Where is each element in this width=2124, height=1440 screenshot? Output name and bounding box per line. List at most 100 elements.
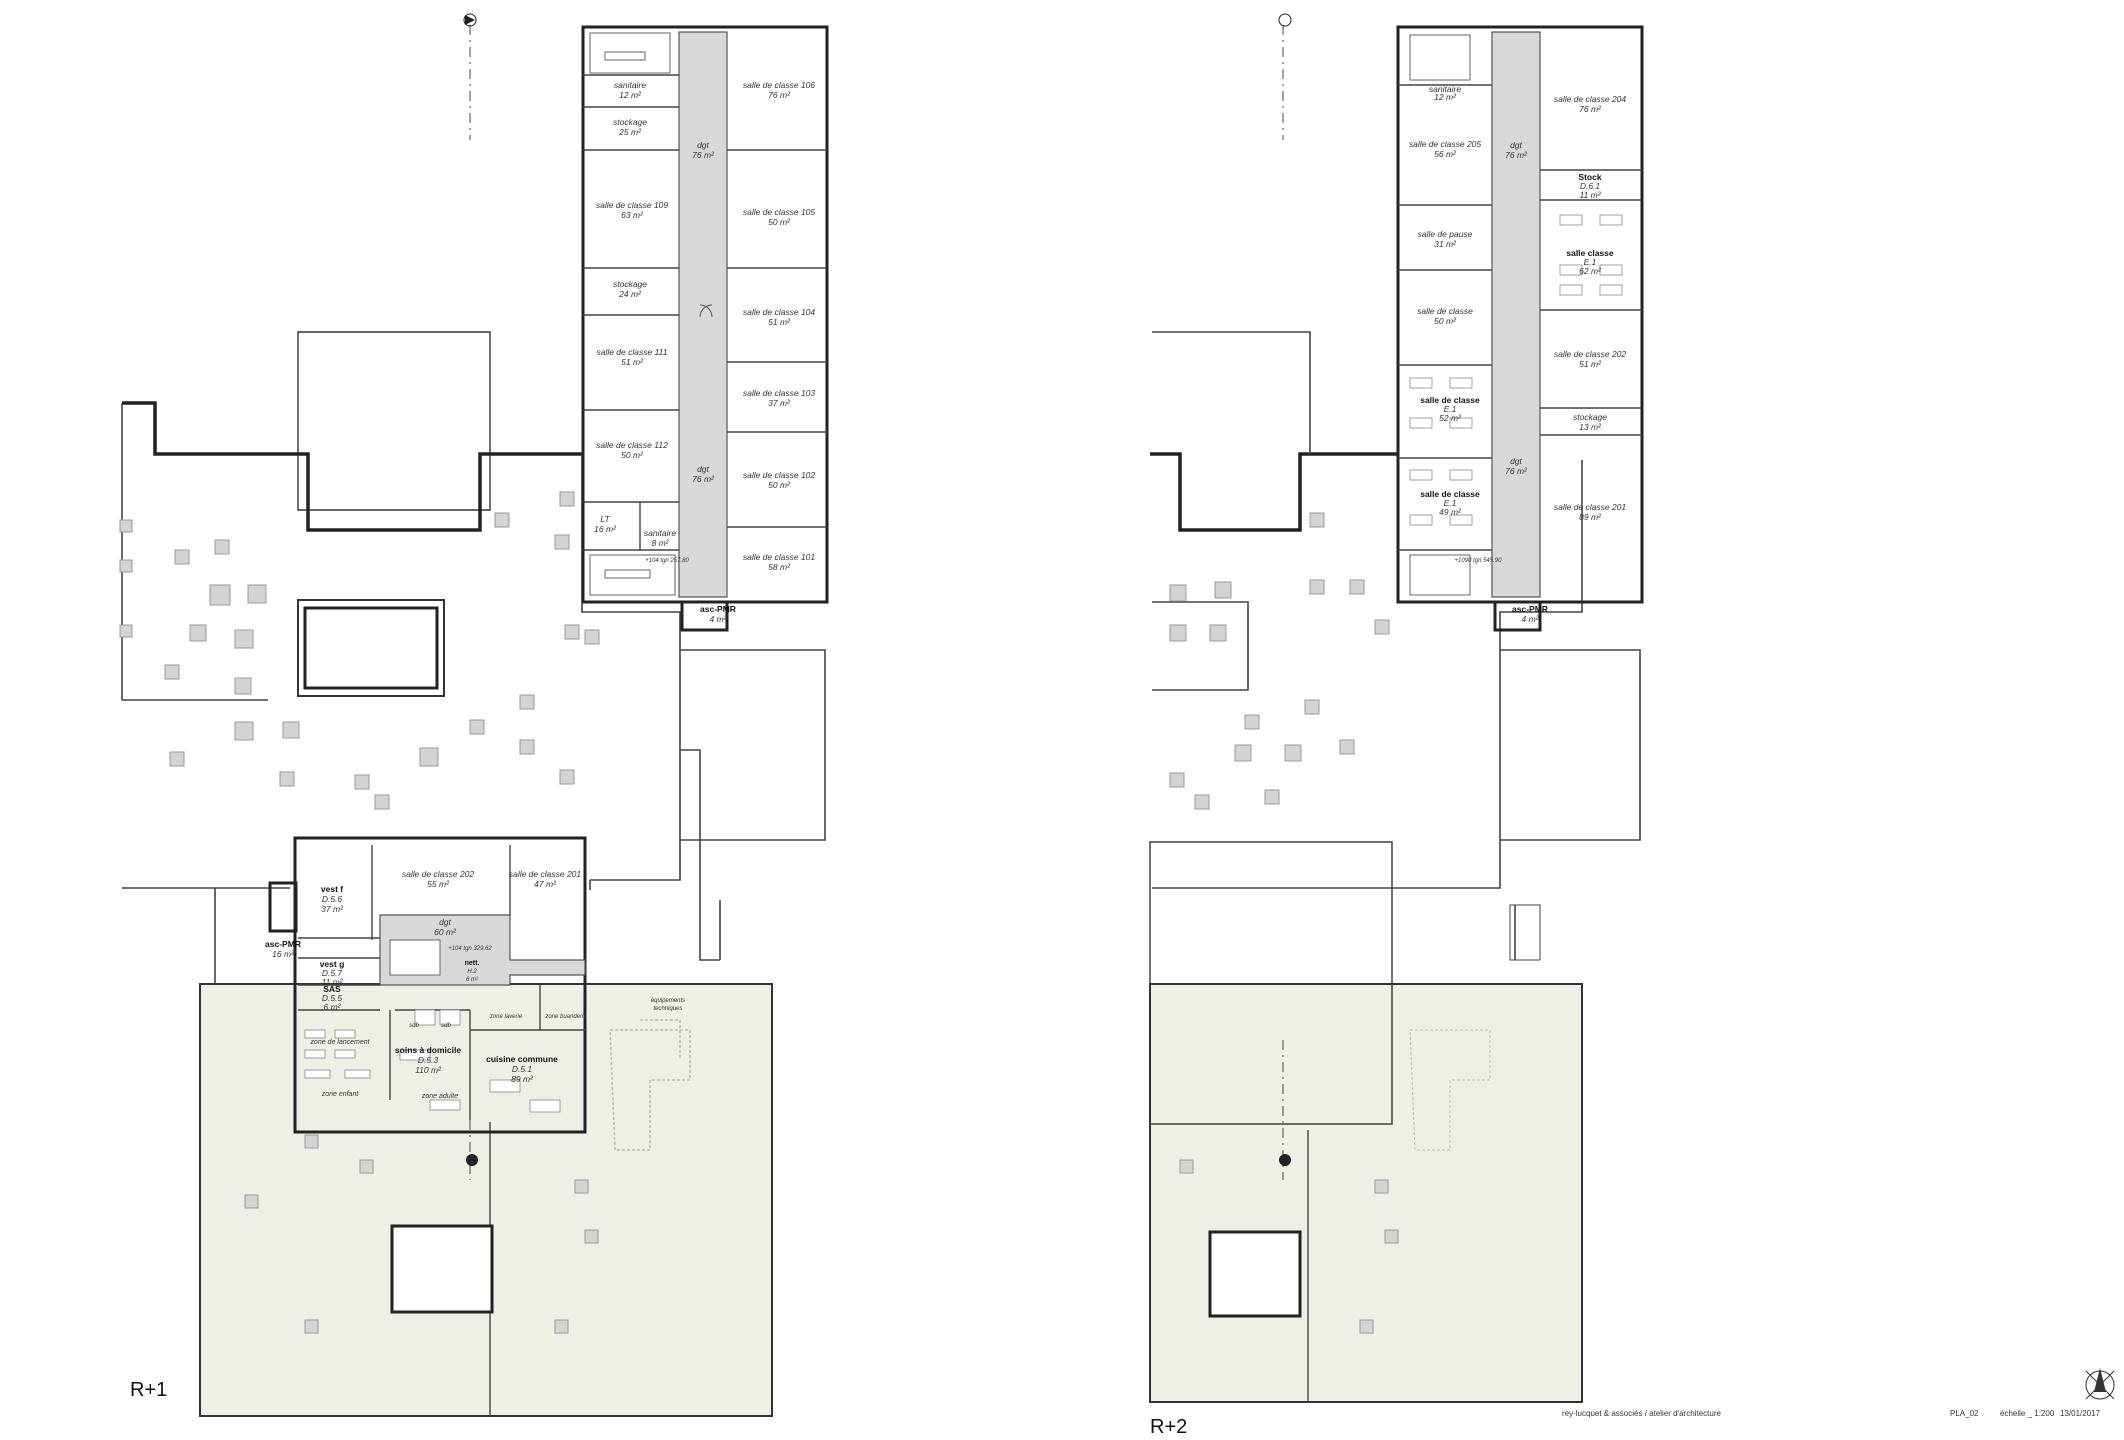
svg-text:76 m²: 76 m² xyxy=(692,150,715,160)
svg-text:37 m²: 37 m² xyxy=(768,398,791,408)
svg-text:8 m²: 8 m² xyxy=(652,538,670,548)
svg-text:76 m²: 76 m² xyxy=(1505,150,1528,160)
svg-text:zone buanderie: zone buanderie xyxy=(544,1014,587,1020)
svg-text:sanitaire: sanitaire xyxy=(1429,84,1461,94)
room-label: salle de classe 111 xyxy=(596,347,667,357)
svg-text:D.5.7: D.5.7 xyxy=(322,968,343,978)
r2-labels: sanitaire 12 m² salle de classe 205 56 m… xyxy=(1409,84,1627,624)
svg-text:4 m²: 4 m² xyxy=(1522,614,1540,624)
svg-text:110 m²: 110 m² xyxy=(415,1065,442,1075)
r1-courtyard-outline xyxy=(297,331,491,511)
svg-text:vest g: vest g xyxy=(320,959,345,969)
svg-text:76 m²: 76 m² xyxy=(1505,466,1528,476)
room-label: salle de classe 103 xyxy=(743,388,816,398)
r2-equipment-area xyxy=(1409,1029,1491,1151)
svg-text:76 m²: 76 m² xyxy=(768,90,791,100)
svg-text:11 m²: 11 m² xyxy=(321,977,343,987)
r1-corridor xyxy=(678,31,728,598)
svg-text:H.2: H.2 xyxy=(467,969,477,975)
room-label: salle de classe 101 xyxy=(743,552,816,562)
room-label: dgt xyxy=(697,140,709,150)
r2-lower-mass xyxy=(1149,841,1393,1125)
plan-r1: sanitaire 12 m² stockage 25 m² salle de … xyxy=(119,13,829,1417)
svg-text:49 m²: 49 m² xyxy=(1439,507,1462,517)
svg-text:salle de classe 201: salle de classe 201 xyxy=(509,869,582,879)
svg-text:stockage: stockage xyxy=(1573,412,1607,422)
svg-text:zone adulte: zone adulte xyxy=(421,1093,458,1100)
svg-text:salle de classe 202: salle de classe 202 xyxy=(402,869,475,879)
svg-text:31 m²: 31 m² xyxy=(1434,239,1457,249)
svg-text:50 m²: 50 m² xyxy=(621,450,644,460)
r1-south-furniture xyxy=(304,1009,561,1113)
svg-text:salle de classe 202: salle de classe 202 xyxy=(1554,349,1627,359)
svg-text:salle de classe: salle de classe xyxy=(1417,306,1473,316)
north-arrow-icon xyxy=(1279,1154,1291,1166)
plan-r2: sanitaire 12 m² salle de classe 205 56 m… xyxy=(1149,13,1644,1438)
svg-text:D.6.1: D.6.1 xyxy=(1580,181,1601,191)
svg-text:équipements: équipements xyxy=(651,998,685,1004)
r1-equipment-area xyxy=(609,1019,691,1151)
svg-text:76 m²: 76 m² xyxy=(1579,104,1602,114)
level-label-r1: R+1 xyxy=(130,1379,167,1401)
svg-text:zone enfant: zone enfant xyxy=(321,1091,360,1098)
svg-text:25 m²: 25 m² xyxy=(618,127,642,137)
svg-text:16 m²: 16 m² xyxy=(272,949,295,959)
svg-text:16 m²: 16 m² xyxy=(594,524,617,534)
room-label: sanitaire xyxy=(614,80,646,90)
room-label: salle de classe 104 xyxy=(743,307,816,317)
svg-text:dgt: dgt xyxy=(1510,140,1522,150)
svg-text:47 m²: 47 m² xyxy=(534,879,557,889)
room-label: salle de classe 105 xyxy=(743,207,816,217)
svg-text:11 m²: 11 m² xyxy=(1579,190,1601,200)
room-label: salle de classe 106 xyxy=(743,80,816,90)
svg-text:cuisine commune: cuisine commune xyxy=(486,1054,558,1064)
svg-text:salle de classe: salle de classe xyxy=(1420,395,1480,405)
room-label: salle de classe 102 xyxy=(743,470,816,480)
svg-text:76 m²: 76 m² xyxy=(692,474,715,484)
drawing-code: PLA_02 xyxy=(1950,1409,1979,1418)
room-label: sanitaire xyxy=(644,528,676,538)
svg-text:50 m²: 50 m² xyxy=(768,480,791,490)
svg-text:12 m²: 12 m² xyxy=(1434,92,1457,102)
r1-roof-terrace xyxy=(199,983,773,1417)
r1-north-labels: sanitaire 12 m² stockage 25 m² salle de … xyxy=(594,80,815,624)
r2-skylight-south xyxy=(1208,1230,1302,1318)
svg-text:50 m²: 50 m² xyxy=(768,217,791,227)
svg-text:51 m²: 51 m² xyxy=(768,317,791,327)
north-arrow-icon xyxy=(1278,13,1292,27)
svg-text:vest f: vest f xyxy=(321,884,343,894)
r1-south-lift xyxy=(268,881,298,933)
svg-text:89 m²: 89 m² xyxy=(1579,512,1602,522)
svg-text:zone de lancement: zone de lancement xyxy=(309,1039,370,1046)
svg-text:asc-PMR: asc-PMR xyxy=(700,604,736,614)
svg-text:sdb: sdb xyxy=(409,1023,419,1029)
svg-text:6 m²: 6 m² xyxy=(466,977,479,983)
svg-text:E.1: E.1 xyxy=(1444,404,1457,414)
svg-text:dgt: dgt xyxy=(1510,456,1522,466)
svg-text:60 m²: 60 m² xyxy=(434,927,457,937)
svg-text:24 m²: 24 m² xyxy=(618,289,642,299)
svg-text:50 m²: 50 m² xyxy=(1434,316,1457,326)
north-arrow-icon xyxy=(465,15,475,25)
svg-text:E.1: E.1 xyxy=(1584,257,1597,267)
svg-text:dgt: dgt xyxy=(439,917,451,927)
svg-text:62 m²: 62 m² xyxy=(1579,266,1602,276)
svg-text:salle de pause: salle de pause xyxy=(1418,229,1473,239)
r1-south-block xyxy=(293,836,587,1134)
r2-roof-terrace xyxy=(1149,983,1583,1403)
room-label: stockage xyxy=(613,279,647,289)
r1-south-labels: salle de classe 202 55 m² salle de class… xyxy=(265,869,685,1100)
svg-text:63 m²: 63 m² xyxy=(621,210,644,220)
svg-text:89 m²: 89 m² xyxy=(511,1074,534,1084)
room-label: dgt xyxy=(697,464,709,474)
svg-text:SAS: SAS xyxy=(323,984,341,994)
r1-paving-tiles xyxy=(119,491,600,810)
svg-text:51 m²: 51 m² xyxy=(1579,359,1602,369)
svg-text:6 m²: 6 m² xyxy=(324,1002,342,1012)
svg-text:salle classe: salle classe xyxy=(1566,248,1614,258)
drawing-scale: échelle _ 1:200 xyxy=(2000,1409,2055,1418)
svg-text:+104 tgn 257.80: +104 tgn 257.80 xyxy=(645,558,689,564)
svg-text:salle de classe: salle de classe xyxy=(1420,489,1480,499)
svg-text:52 m²: 52 m² xyxy=(1439,413,1462,423)
